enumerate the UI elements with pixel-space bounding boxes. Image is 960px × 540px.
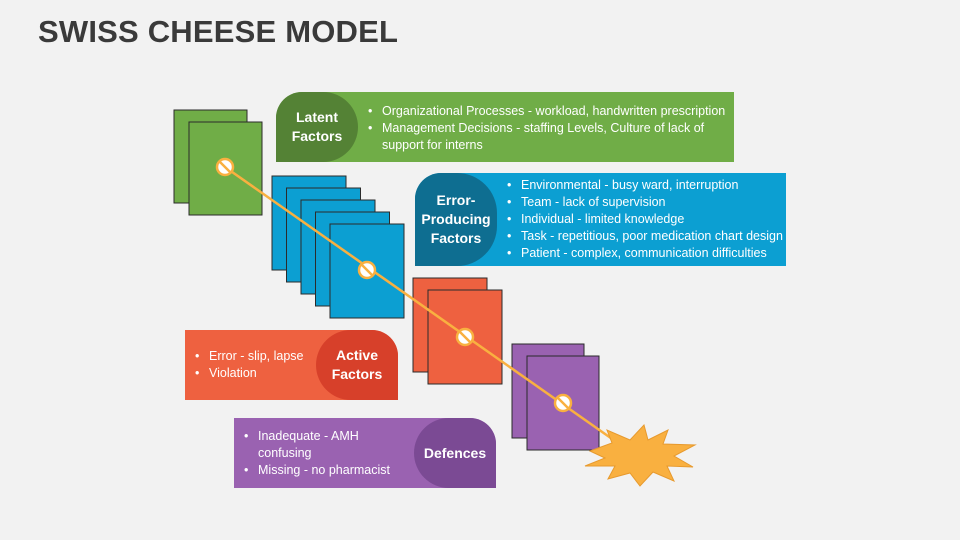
list-item: Inadequate - AMH confusing (244, 428, 414, 462)
error-producing-factors-list: Environmental - busy ward, interruption … (497, 173, 783, 266)
defences-list: Inadequate - AMH confusing Missing - no … (234, 418, 414, 488)
list-item: Task - repetitious, poor medication char… (507, 228, 783, 245)
list-item: Error - slip, lapse (195, 348, 316, 365)
hole-slash-icon (556, 396, 570, 410)
error-producing-factors-card: Error- Producing Factors Environmental -… (415, 173, 786, 266)
slice-holes (215, 157, 573, 413)
active-factors-list: Error - slip, lapse Violation (185, 330, 316, 400)
list-item: Individual - limited knowledge (507, 211, 783, 228)
latent-factors-list: Organizational Processes - workload, han… (358, 92, 725, 162)
list-item: Management Decisions - staffing Levels, … (368, 120, 725, 154)
defences-card: Defences Inadequate - AMH confusing Miss… (234, 418, 496, 488)
page-title: SWISS CHEESE MODEL (38, 14, 399, 49)
list-item: Environmental - busy ward, interruption (507, 177, 783, 194)
defences-label: Defences (414, 418, 496, 488)
latent-factors-label: Latent Factors (276, 92, 358, 162)
list-item: Violation (195, 365, 316, 382)
explosion-burst-icon (584, 423, 697, 487)
active-factors-card: Active Factors Error - slip, lapse Viola… (185, 330, 398, 400)
list-item: Missing - no pharmacist (244, 462, 414, 479)
hole-slash-icon (360, 263, 374, 277)
hole-slash-icon (458, 330, 472, 344)
error-producing-factors-label: Error- Producing Factors (415, 173, 497, 266)
list-item: Team - lack of supervision (507, 194, 783, 211)
hole-slash-icon (218, 160, 232, 174)
active-factors-label: Active Factors (316, 330, 398, 400)
latent-factors-card: Latent Factors Organizational Processes … (276, 92, 734, 162)
cheese-slices (173, 109, 600, 451)
list-item: Organizational Processes - workload, han… (368, 103, 725, 120)
list-item: Patient - complex, communication difficu… (507, 245, 783, 262)
